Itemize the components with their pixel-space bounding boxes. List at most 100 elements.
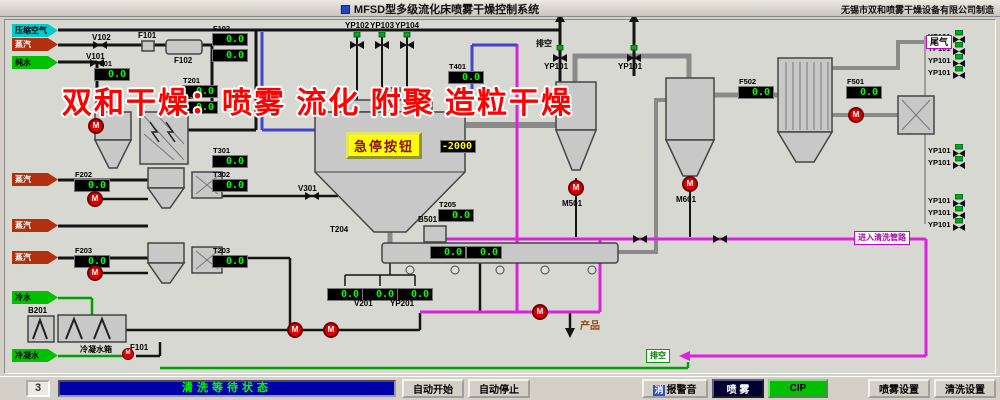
pump-motor[interactable]: M [287,322,303,338]
spray-settings-button[interactable]: 喷雾设置 [868,379,930,398]
instrument-tag: T301 [213,146,231,155]
instrument-tag: F203 [75,246,93,255]
pump-motor[interactable]: M [87,191,103,207]
actuated-valve[interactable] [375,31,389,49]
readout: 0.0 [430,246,466,259]
spray-button[interactable]: 喷 雾 [712,379,764,398]
instrument-tag: T302 [213,170,231,179]
instrument-tag: F102 [213,24,231,33]
tag-m501: M501 [562,199,583,208]
readout-value: 0.0 [182,85,218,98]
manual-valve[interactable] [90,59,104,67]
pump-motor[interactable]: M [848,107,864,123]
readout: 0.0 [327,288,363,301]
pump-motor[interactable]: M [682,176,698,192]
valve-icon [713,235,727,243]
tag-yp104: YP104 [395,21,420,30]
solenoid-valve-icon [952,194,965,207]
stream-label-compressed-air: 压缩空气 [12,24,58,37]
manual-valve[interactable] [713,235,727,243]
instrument-tag: F502 [739,77,757,86]
readout-value: 0.0 [212,49,248,62]
mute-alarm-button[interactable]: 消报警音 [642,379,708,398]
readout-value: 0.0 [846,86,882,99]
solenoid-valve-icon [952,206,965,219]
readout-value: 0.0 [448,71,484,84]
valve-tag: YP101 [928,157,951,167]
actuated-valve[interactable] [553,44,567,62]
pump-motor[interactable]: M [88,118,104,134]
stream-label-steam-2: 蒸汽 [12,173,58,186]
tag-yp102: YP102 [345,21,370,30]
fluid-bed-wheels [405,265,597,275]
readout: 0.0 [397,288,433,301]
tag-b501: B501 [418,215,438,224]
stream-label-steam-4: 蒸汽 [12,251,58,264]
valve-tag: YP101 [928,145,951,155]
manual-valve[interactable] [93,41,107,49]
instrument-tag: F202 [75,170,93,179]
manual-valve[interactable] [305,192,319,200]
solenoid-valve-icon [952,54,965,67]
yp-valve-row[interactable]: YP101 [928,206,965,219]
readout-value: 0.0 [466,246,502,259]
actuated-valve[interactable] [627,44,641,62]
readout-value: 0.0 [74,179,110,192]
instrument-tag: T205 [439,200,457,209]
stream-label-condensate: 冷凝水 [12,349,58,362]
solenoid-valve-icon [952,156,965,169]
valve-tag: YP101 [928,219,951,229]
title-text: MFSD型多级流化床喷雾干燥控制系统 [353,4,540,16]
yp-valve-row[interactable]: YP101 [928,54,965,67]
readout-value: 0.0 [438,209,474,222]
yp-valve-row[interactable]: YP101 [928,218,965,231]
tag-f101: F101 [138,31,157,40]
solenoid-valve-icon [952,66,965,79]
page-selector[interactable]: 3 [26,380,50,397]
pump-motor[interactable]: M [323,322,339,338]
pump-motor[interactable]: M [122,348,134,360]
condensate-tank-label: 冷凝水箱 [80,345,112,354]
stream-label-pure-water: 纯水 [12,56,58,69]
product-label: 产品 [580,321,600,332]
readout-value: 0.0 [212,255,248,268]
app-icon [340,4,350,14]
auto-start-button[interactable]: 自动开始 [402,379,464,398]
tag-v102: V102 [92,33,111,42]
yp-valve-row[interactable]: YP101 [928,194,965,207]
yp-valve-row[interactable]: YP101 [928,66,965,79]
instrument-tag: F201 [183,92,201,101]
yp-valve-row[interactable]: YP101 [928,144,965,157]
status-display: 清洗等待状态 [58,380,396,397]
pump-motor[interactable]: M [568,180,584,196]
drain-vent-label: 排空 [646,349,670,363]
pump-motor[interactable]: M [532,304,548,320]
readout-value: 0.0 [738,86,774,99]
readout: 0.0 [466,246,502,259]
pump-motor[interactable]: M [87,265,103,281]
manual-valve[interactable] [633,235,647,243]
readout-value: 0.0 [212,179,248,192]
window-title: MFSD型多级流化床喷雾干燥控制系统 [340,1,540,17]
valve-icon [305,192,319,200]
actuated-valve-icon [400,31,414,49]
stream-label-steam-3: 蒸汽 [12,219,58,232]
cip-button[interactable]: CIP [768,379,828,398]
actuated-valve[interactable] [350,31,364,49]
mute-icon: 消 [653,385,665,396]
actuated-valve[interactable] [400,31,414,49]
clean-settings-button[interactable]: 清洗设置 [934,379,996,398]
yp-valve-row[interactable]: YP101 [928,156,965,169]
auto-stop-button[interactable]: 自动停止 [468,379,530,398]
valve-tag: YP101 [928,195,951,205]
valve-icon [93,41,107,49]
emergency-stop-button[interactable]: 急停按钮 [346,132,422,159]
